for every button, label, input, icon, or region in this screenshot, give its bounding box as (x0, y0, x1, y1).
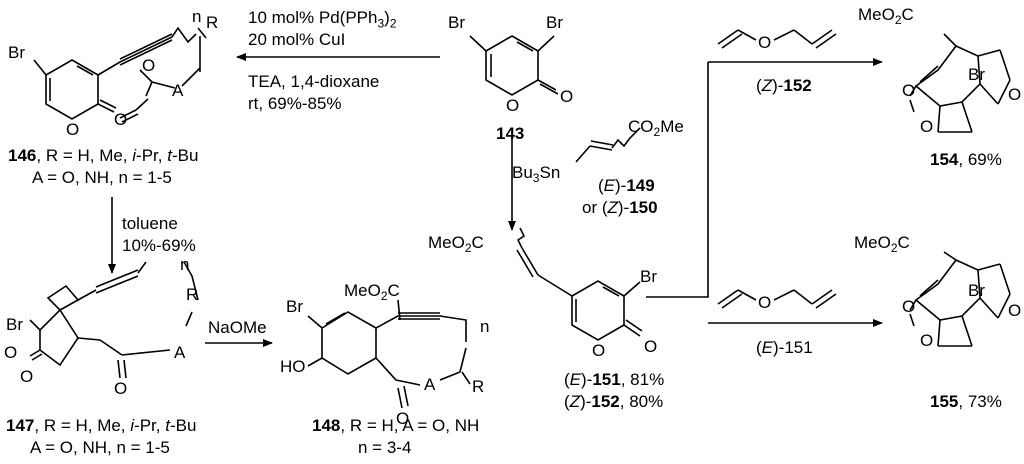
compound-detail-147: A = O, NH, n = 1-5 (30, 438, 170, 457)
atom-a: A (172, 81, 184, 100)
group-bu3sn: Bu3Sn (512, 163, 560, 185)
compound-detail-148: n = 3-4 (358, 438, 412, 457)
atom-r: R (186, 285, 198, 304)
atom-o: O (560, 87, 573, 106)
reagent-label-e151: (E)-151 (756, 338, 813, 357)
compound-label-154: 154, 69% (930, 150, 1002, 169)
atom-n: n (180, 255, 189, 274)
group-meo2c: MeO2C (344, 281, 400, 303)
compound-label-146: 146, R = H, Me, i-Pr, t-Bu (8, 146, 199, 165)
atom-o: O (20, 367, 33, 386)
atom-br: Br (546, 13, 563, 32)
atom-o: O (506, 96, 519, 115)
atom-a: A (424, 375, 436, 394)
conditions-base: NaOMe (208, 318, 267, 337)
atom-o: O (4, 343, 17, 362)
atom-o: O (920, 331, 933, 350)
group-meo2c: MeO2C (854, 233, 910, 255)
atom-o: O (920, 117, 933, 136)
reagent-label-z152: (Z)-152 (756, 76, 812, 95)
atom-br: Br (968, 65, 985, 84)
vinyl-ether-bottom (717, 289, 837, 309)
compound-detail-146: A = O, NH, n = 1-5 (32, 168, 172, 187)
compound-label-155: 155, 73% (930, 392, 1002, 411)
atom-o: O (758, 293, 771, 312)
structure-147 (29, 261, 199, 379)
atom-o: O (1008, 301, 1021, 320)
atom-o: O (142, 56, 155, 75)
group-co2me: CO2Me (628, 117, 684, 139)
atom-o: O (644, 337, 657, 356)
atom-o: O (114, 110, 127, 129)
reagent-label-149: (E)-149 (598, 176, 655, 195)
atom-n: n (480, 317, 489, 336)
atom-o: O (114, 379, 127, 398)
compound-label-148: 148, R = H, A = O, NH (312, 416, 480, 435)
atom-br: Br (8, 43, 25, 62)
atom-ho: HO (280, 357, 306, 376)
atom-o: O (758, 33, 771, 52)
compound-label-151: (E)-151, 81% (564, 370, 665, 389)
compound-label-143: 143 (496, 124, 525, 143)
arrow-bracket (646, 62, 709, 298)
atom-br: Br (6, 315, 23, 334)
conditions-yield-toluene: 10%-69% (122, 236, 196, 255)
structure-154 (909, 33, 1011, 133)
atom-r: R (206, 13, 218, 32)
atom-o: O (902, 81, 915, 100)
atom-o: O (66, 120, 79, 139)
conditions-solvent: TEA, 1,4-dioxane (248, 72, 380, 91)
atom-o: O (592, 341, 605, 360)
atom-a: A (174, 343, 186, 362)
structure-151-152 (516, 227, 643, 341)
structure-148 (307, 299, 471, 409)
atom-r: R (472, 377, 484, 396)
compound-label-152: (Z)-152, 80% (564, 392, 664, 411)
structure-155 (909, 251, 1011, 347)
group-meo2c: MeO2C (858, 5, 914, 27)
structure-149-150 (575, 127, 641, 163)
structure-143 (469, 35, 559, 96)
compound-label-147: 147, R = H, Me, i-Pr, t-Bu (6, 416, 197, 435)
atom-br: Br (448, 13, 465, 32)
conditions-catalyst: 10 mol% Pd(PPh3)2 (248, 8, 397, 31)
group-meo2c: MeO2C (428, 233, 484, 255)
conditions-cocatalyst: 20 mol% CuI (248, 30, 346, 49)
reagent-label-150: or (Z)-150 (582, 198, 658, 217)
atom-br: Br (286, 297, 303, 316)
atom-o: O (902, 297, 915, 316)
vinyl-ether-top (717, 29, 837, 49)
atom-o: O (396, 409, 409, 428)
atom-o: O (1008, 85, 1021, 104)
atom-n: n (192, 7, 201, 26)
conditions-temp-yield: rt, 69%-85% (248, 94, 342, 113)
atom-br: Br (968, 281, 985, 300)
conditions-solvent-toluene: toluene (122, 214, 178, 233)
atom-br: Br (640, 267, 657, 286)
structure-146 (33, 26, 207, 123)
